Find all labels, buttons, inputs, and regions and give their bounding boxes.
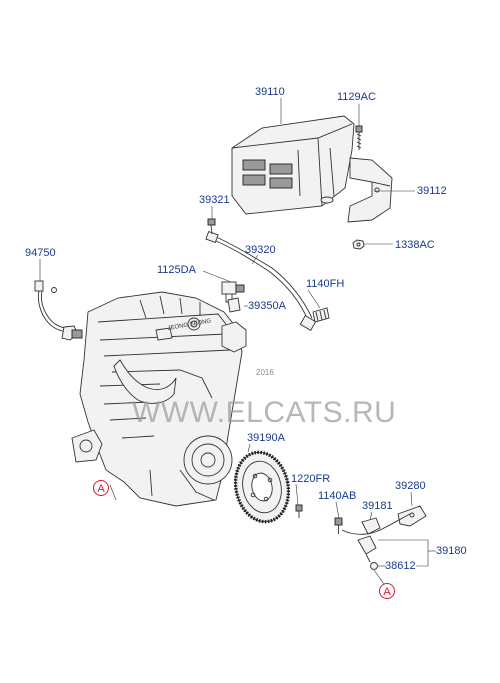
bolt-1220fr xyxy=(295,504,303,518)
label-39321: 39321 xyxy=(199,194,230,206)
oxygen-sensor-94750 xyxy=(34,280,83,341)
engine-block xyxy=(71,291,247,507)
bolt-1129ac xyxy=(355,125,363,150)
leader-lines xyxy=(39,98,436,585)
harness-39320 xyxy=(205,218,317,331)
callout-a-left: A xyxy=(93,480,109,496)
label-1220fr: 1220FR xyxy=(291,473,331,485)
nut-1338ac xyxy=(352,239,365,250)
label-39190a: 39190A xyxy=(247,432,285,444)
label-1125da: 1125DA xyxy=(157,264,196,276)
label-39112: 39112 xyxy=(417,185,447,197)
bracket-39112 xyxy=(347,157,393,223)
label-39181: 39181 xyxy=(362,500,393,512)
callout-a-bottom: A xyxy=(379,583,395,599)
watermark-year: 2016 xyxy=(256,368,274,377)
target-wheel-39190a xyxy=(233,450,291,524)
bracket-39181 xyxy=(361,517,381,535)
label-1338ac: 1338AC xyxy=(395,239,435,251)
label-39180: 39180 xyxy=(436,545,467,557)
watermark-site: WWW.ELCATS.RU xyxy=(132,396,397,429)
label-39280: 39280 xyxy=(395,480,426,492)
label-39110: 39110 xyxy=(255,86,285,98)
crank-sensor-39180 xyxy=(341,513,411,563)
clip-39280 xyxy=(397,505,427,527)
label-1129ac: 1129AC xyxy=(337,91,376,103)
ecu-module xyxy=(231,115,355,215)
bolt-1140fh xyxy=(312,307,330,323)
label-39350a: 39350A xyxy=(248,300,286,312)
label-39320: 39320 xyxy=(245,244,276,256)
bolt-1140ab xyxy=(334,517,343,534)
oring-38612 xyxy=(370,562,378,570)
label-1140ab: 1140AB xyxy=(318,490,357,502)
label-1140fh: 1140FH xyxy=(306,278,345,290)
label-94750: 94750 xyxy=(25,247,56,259)
label-38612: 38612 xyxy=(385,560,416,572)
